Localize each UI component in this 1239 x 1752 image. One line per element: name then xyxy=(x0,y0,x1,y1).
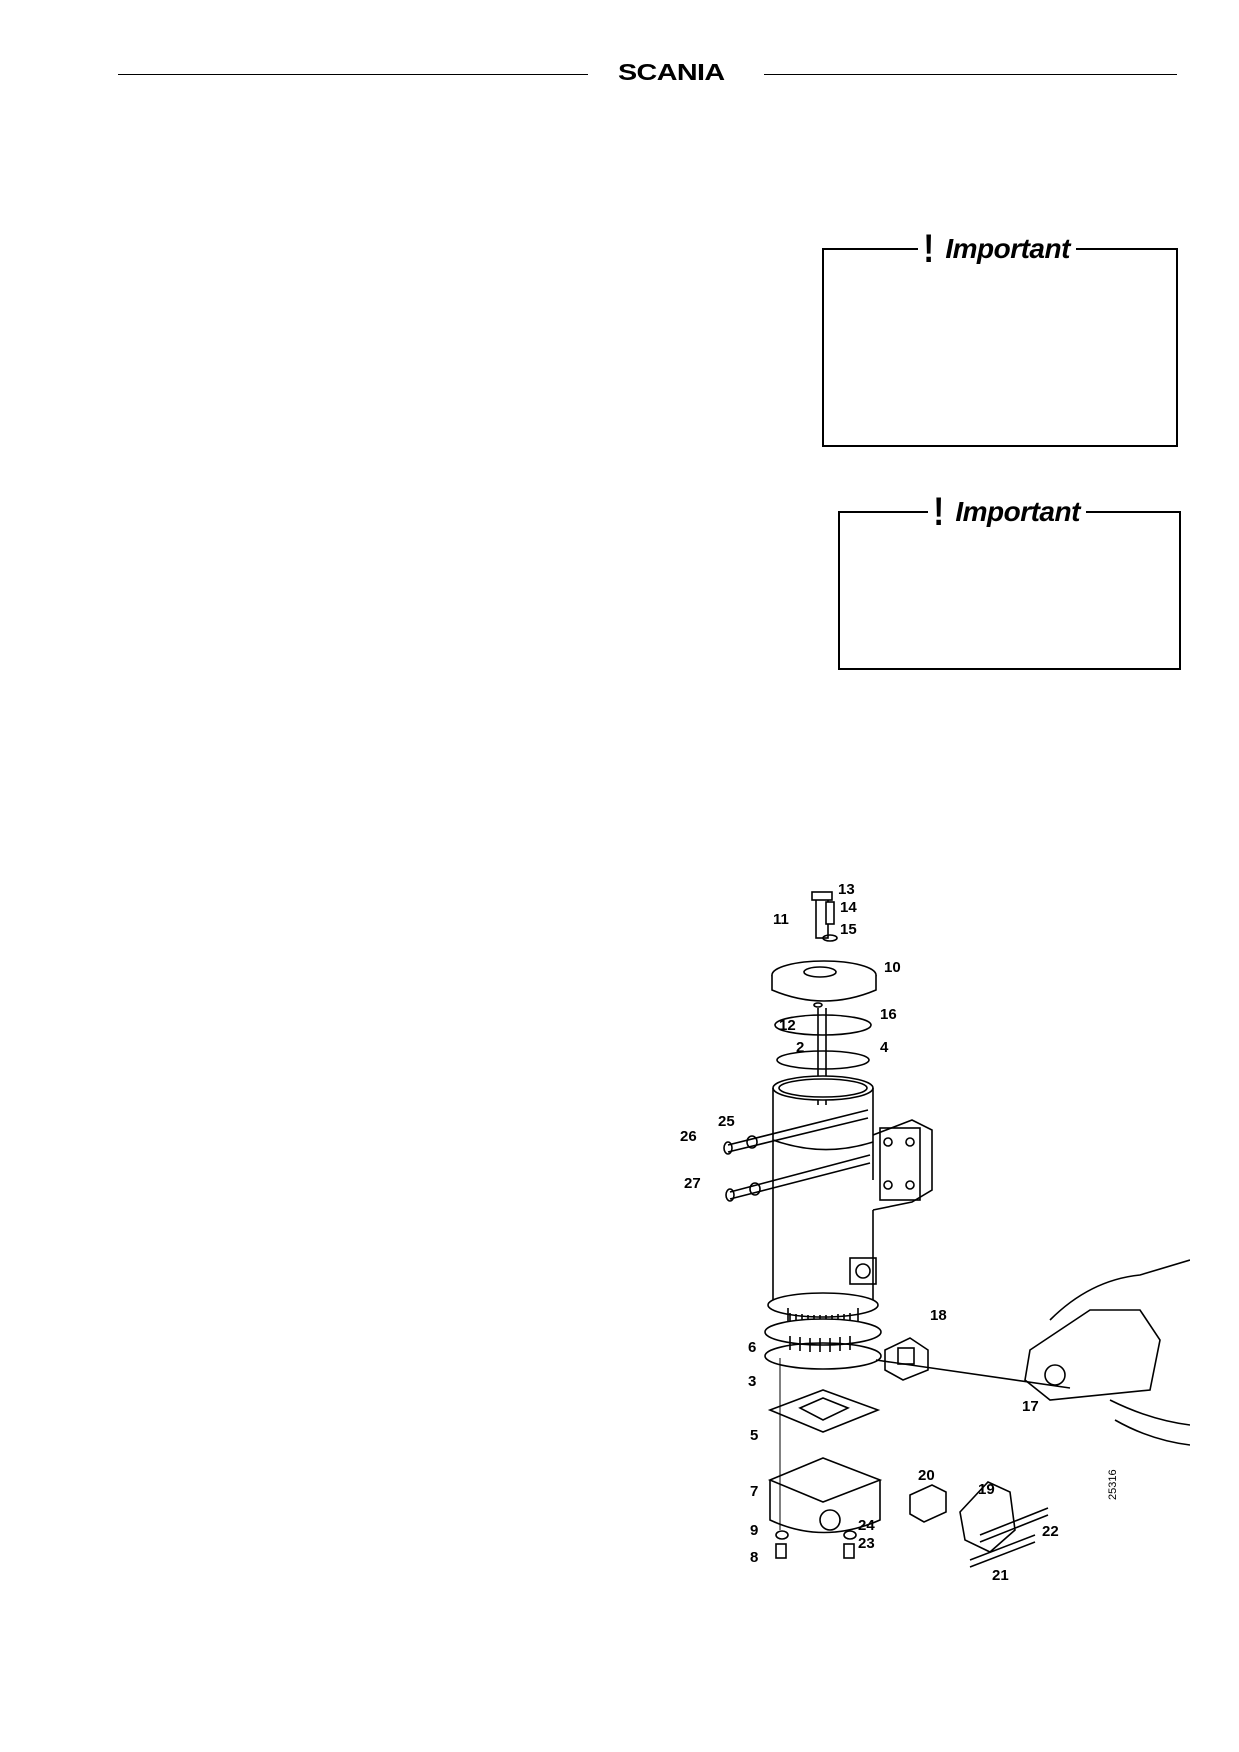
callout-12: 12 xyxy=(779,1017,796,1034)
callout-14: 14 xyxy=(840,899,857,916)
callout-8: 8 xyxy=(750,1549,758,1566)
callout-9: 9 xyxy=(750,1522,758,1539)
callout-7: 7 xyxy=(750,1483,758,1500)
callout-20: 20 xyxy=(918,1467,935,1484)
callout-3: 3 xyxy=(748,1373,756,1390)
image-code: 25316 xyxy=(1107,1469,1119,1500)
important-notice-1-title: Important xyxy=(945,233,1070,264)
important-notice-1-heading: ! Important xyxy=(918,229,1076,269)
callout-18: 18 xyxy=(930,1307,947,1324)
callout-24: 24 xyxy=(858,1517,875,1534)
callout-25: 25 xyxy=(718,1113,735,1130)
header-rule-left xyxy=(118,74,588,75)
callout-11: 11 xyxy=(773,911,789,928)
important-notice-1 xyxy=(822,248,1178,447)
exploded-view-diagram: 13 11 14 15 10 12 16 2 4 25 26 27 18 6 3… xyxy=(680,881,1190,1584)
callout-26: 26 xyxy=(680,1128,697,1145)
callout-27: 27 xyxy=(684,1175,701,1192)
scania-logo: SCANIA xyxy=(618,59,725,85)
exclamation-icon: ! xyxy=(923,227,934,271)
callout-10: 10 xyxy=(884,959,901,976)
callout-19: 19 xyxy=(978,1481,995,1498)
callout-17: 17 xyxy=(1022,1398,1039,1415)
callout-15: 15 xyxy=(840,921,857,938)
callout-22: 22 xyxy=(1042,1523,1059,1540)
callout-23: 23 xyxy=(858,1535,875,1552)
header-rule-right xyxy=(764,74,1177,75)
callout-4: 4 xyxy=(880,1039,889,1056)
exclamation-icon: ! xyxy=(933,490,944,534)
callout-13: 13 xyxy=(838,881,855,898)
callout-21: 21 xyxy=(992,1567,1009,1584)
important-notice-2 xyxy=(838,511,1181,670)
important-notice-2-heading: ! Important xyxy=(928,492,1086,532)
callout-6: 6 xyxy=(748,1339,756,1356)
callout-2: 2 xyxy=(796,1039,804,1056)
important-notice-2-title: Important xyxy=(955,496,1080,527)
callout-16: 16 xyxy=(880,1006,897,1023)
callout-5: 5 xyxy=(750,1427,758,1444)
